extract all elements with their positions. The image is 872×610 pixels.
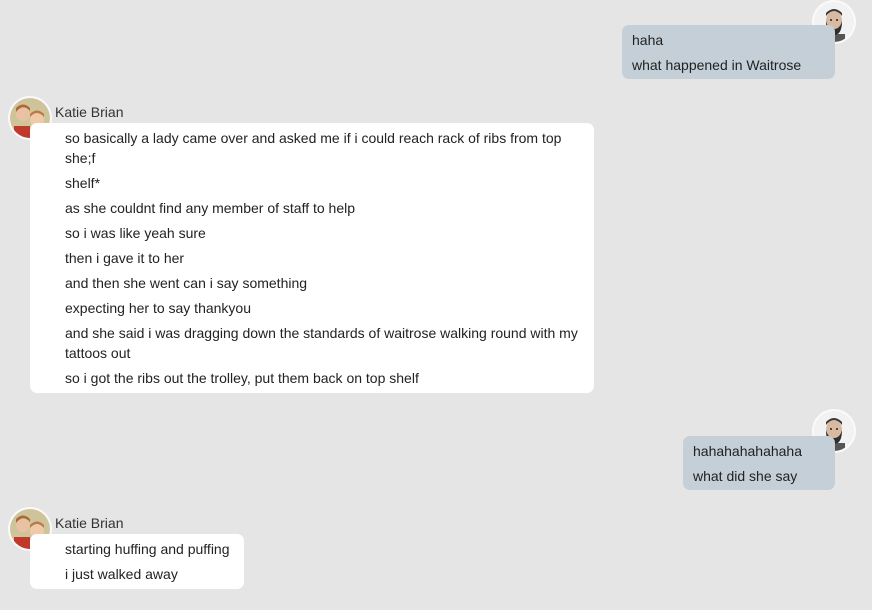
message-text: starting huffing and puffing [65, 541, 230, 557]
message-text: and she said i was dragging down the sta… [65, 325, 578, 361]
sender-name: Katie Brian [55, 104, 124, 120]
message-text: shelf* [65, 175, 101, 191]
incoming-message-bubble: so basically a lady came over and asked … [30, 123, 594, 393]
message-text: i just walked away [65, 566, 178, 582]
sender-name: Katie Brian [55, 515, 124, 531]
incoming-message-bubble: starting huffing and puffing i just walk… [30, 534, 244, 589]
message-text: what did she say [693, 468, 798, 484]
message-text: and then she went can i say something [65, 275, 308, 291]
message-text: so basically a lady came over and asked … [65, 130, 562, 166]
message-text: then i gave it to her [65, 250, 185, 266]
message-text: so i was like yeah sure [65, 225, 206, 241]
outgoing-message-bubble: haha what happened in Waitrose [622, 25, 835, 79]
message-text: haha [632, 32, 664, 48]
outgoing-message-bubble: hahahahahahaha what did she say [683, 436, 835, 490]
message-text: expecting her to say thankyou [65, 300, 252, 316]
message-text: what happened in Waitrose [632, 57, 802, 73]
message-text: hahahahahahaha [693, 443, 803, 459]
message-text: as she couldnt find any member of staff … [65, 200, 356, 216]
message-text: so i got the ribs out the trolley, put t… [65, 370, 419, 386]
